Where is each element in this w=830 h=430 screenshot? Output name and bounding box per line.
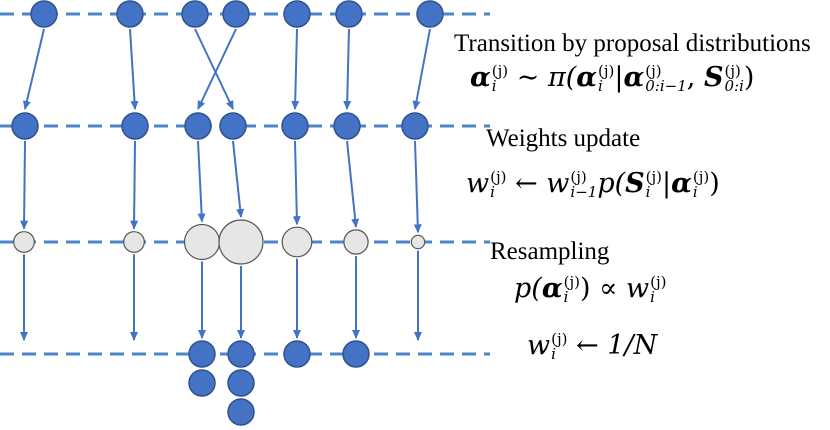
resampled-particle-5-1 [283,340,311,368]
particle-s1-6 [335,0,363,28]
weight-arrow-7 [413,140,422,234]
particle-s2-4 [219,112,247,140]
transition-arrow-6 [343,28,352,110]
particle-s1-4 [222,0,250,28]
resampled-particle-4-1 [227,340,255,368]
transition-arrow-4 [197,28,237,110]
transition-formula: α(j)i ∼ π(α(j)i|α(j)0:i−1, S(j)0:i) [470,61,755,95]
transition-heading: Transition by proposal distributions [454,30,811,57]
weighted-particle-6 [343,229,369,255]
weighted-particle-3 [183,223,221,261]
transition-arrow-2 [129,28,139,110]
weighted-particle-7 [410,234,426,250]
weight-arrow-6 [346,140,360,228]
weight-arrow-5 [292,140,301,226]
transition-arrow-3 [194,28,234,110]
particle-s2-7 [401,112,429,140]
particle-s2-6 [333,112,361,140]
weight-arrow-1 [20,140,29,230]
weight-arrow-2 [130,140,139,230]
resampled-particle-6-1 [342,340,370,368]
resampled-particle-3-2 [188,369,216,397]
resampling-heading: Resampling [490,238,610,265]
particle-s1-3 [181,0,209,28]
particle-s1-7 [416,0,444,28]
weighted-particle-1 [13,231,35,253]
particle-s2-5 [281,112,309,140]
resampled-particle-4-2 [227,369,255,397]
resampling-formula-2: w(j)i ← 1/N [527,329,658,363]
transition-arrow-1 [22,28,45,110]
weight-arrow-4 [232,140,245,218]
transition-arrow-7 [412,28,431,110]
weighted-particle-5 [281,226,313,258]
particle-s1-5 [283,0,311,28]
particle-s1-1 [30,0,58,28]
resampled-particle-4-3 [227,398,255,426]
weight-arrow-3 [197,140,206,223]
weighted-particle-2 [123,231,145,253]
particle-s2-2 [121,112,149,140]
weights-update-heading: Weights update [486,125,641,152]
particle-s2-1 [11,112,39,140]
particle-s2-3 [184,112,212,140]
resampling-formula-1: p(α(j)i) ∝ w(j)i [514,272,667,306]
weighted-particle-4 [218,219,264,265]
transition-arrow-5 [291,28,300,110]
resampled-particle-3-1 [188,340,216,368]
particle-s1-2 [116,0,144,28]
